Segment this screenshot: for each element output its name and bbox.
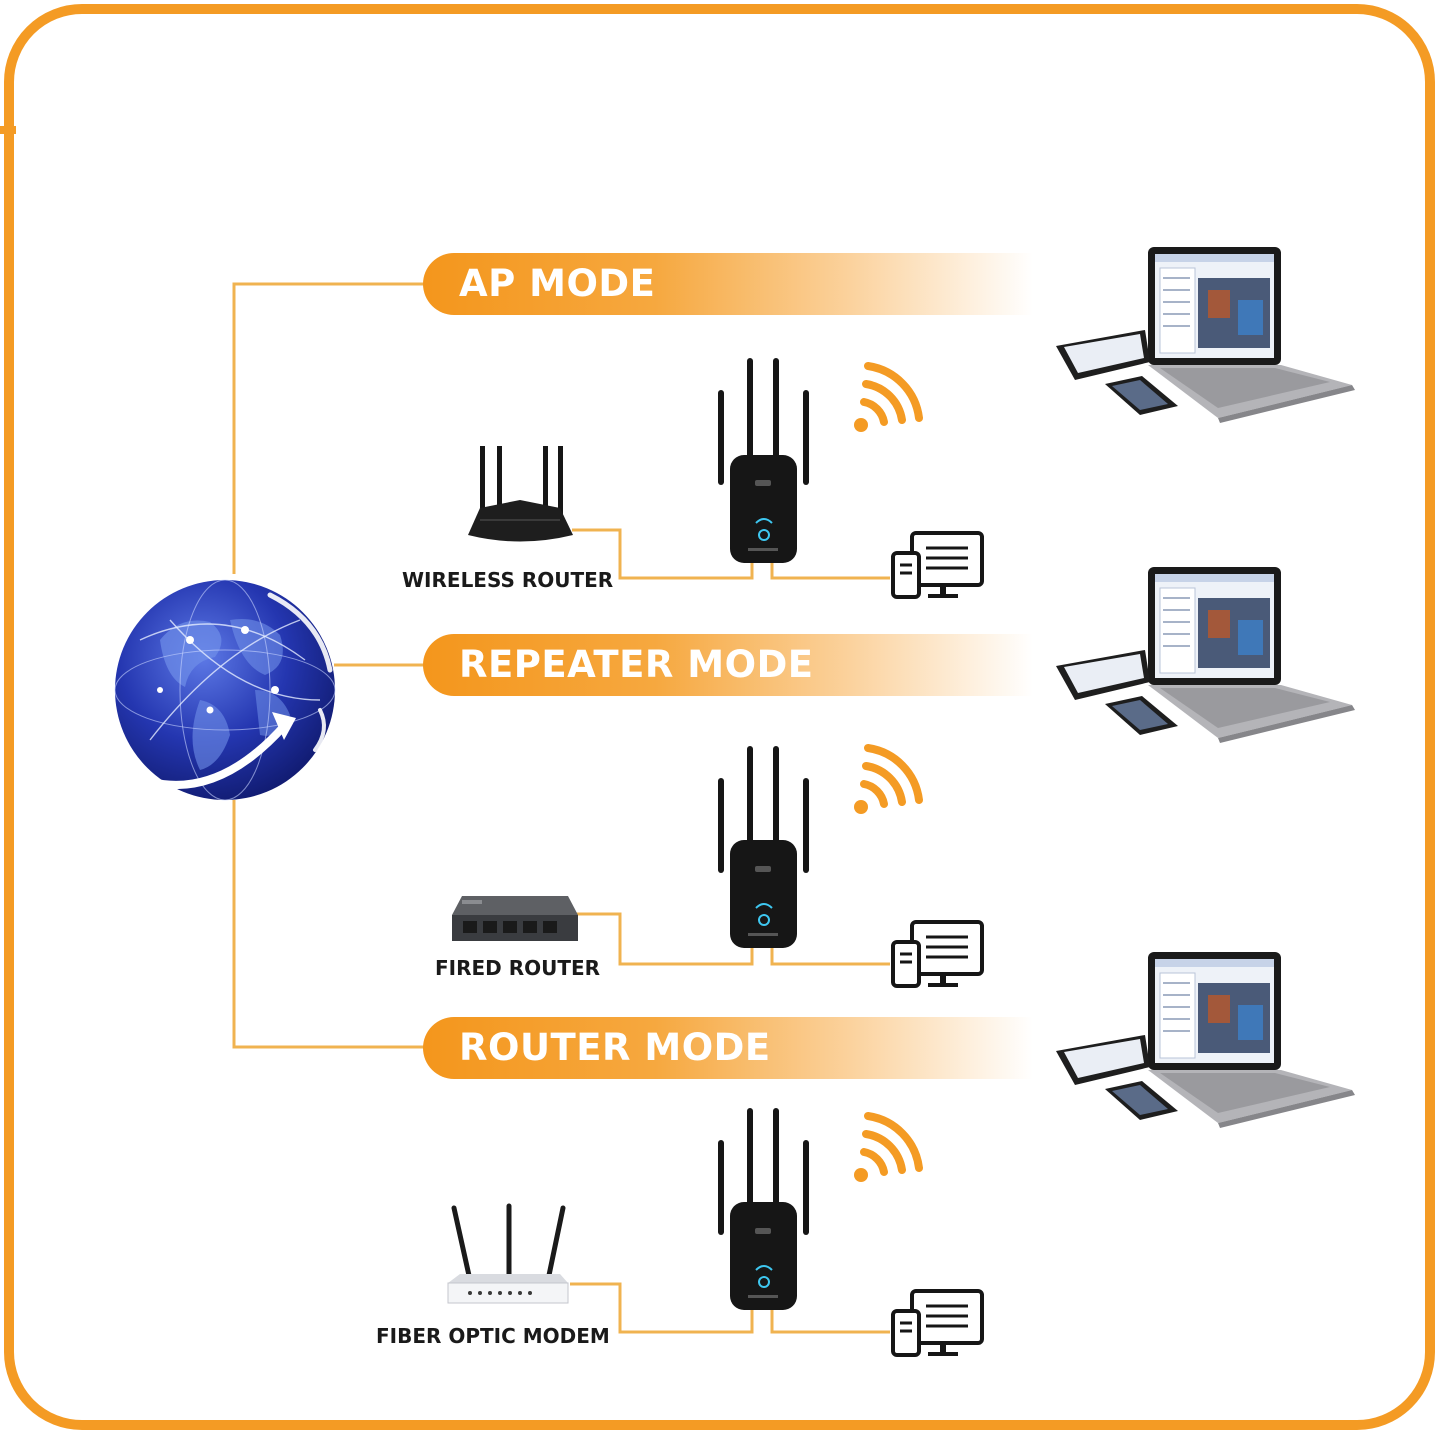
repeater-mode-wire-source (576, 912, 754, 966)
wifi-signal-icon (854, 1112, 923, 1182)
router-mode-banner: ROUTER MODE (423, 1017, 1033, 1079)
repeater-mode-title: REPEATER MODE (459, 643, 814, 686)
wifi-signal-icon (854, 362, 923, 432)
wireless-router-icon (468, 446, 573, 542)
repeater-mode-banner: REPEATER MODE (423, 634, 1033, 696)
orange-border-frame (4, 4, 1435, 1430)
router-mode-wire-client (770, 1310, 890, 1334)
ap-mode-wire-source (572, 528, 754, 580)
frame-tab-mark (0, 126, 16, 134)
line-to-router-mode (232, 800, 426, 1049)
ap-mode-title: AP MODE (459, 262, 656, 305)
network-switch-icon (452, 896, 578, 941)
fired-router-label: FIRED ROUTER (435, 956, 601, 980)
desktop-computer-icon (891, 531, 984, 599)
desktop-computer-icon (891, 1289, 984, 1357)
router-mode-title: ROUTER MODE (459, 1026, 771, 1069)
fiber-optic-modem-icon (447, 1203, 569, 1304)
ap-mode-wire-client (770, 560, 890, 580)
line-to-ap-mode (232, 282, 426, 574)
fiber-optic-modem-label: FIBER OPTIC MODEM (376, 1324, 610, 1348)
wireless-router-label: WIRELESS ROUTER (402, 568, 614, 592)
laptop-tablet-phone-icon (1056, 567, 1355, 743)
wifi-signal-icon (854, 744, 923, 814)
ap-mode-banner: AP MODE (423, 253, 1033, 315)
repeater-mode-wire-client (770, 946, 890, 966)
router-mode-wire-source (570, 1282, 754, 1334)
laptop-tablet-phone-icon (1056, 952, 1355, 1128)
wifi-extender-icon (718, 358, 809, 563)
wifi-extender-icon (718, 1108, 809, 1310)
laptop-tablet-phone-icon (1056, 247, 1355, 423)
wifi-extender-icon (718, 746, 809, 948)
desktop-computer-icon (891, 920, 984, 988)
